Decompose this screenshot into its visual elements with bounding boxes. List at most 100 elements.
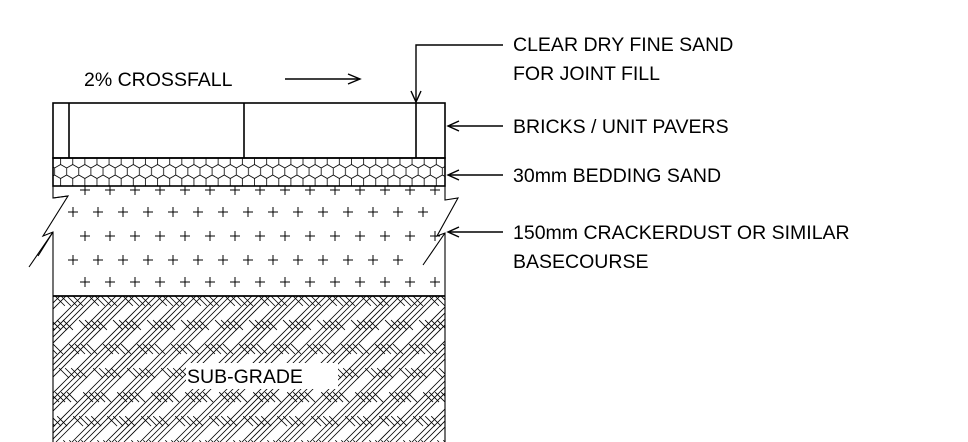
- hatch-line: [543, 296, 689, 442]
- hatch-line: [560, 282, 720, 442]
- hatch-line: [191, 296, 353, 442]
- hatch-line: [582, 282, 742, 442]
- hatch-line: [406, 296, 445, 442]
- hatch-line: [423, 296, 445, 442]
- hatch-line: [105, 296, 267, 442]
- hatch-line: [72, 296, 220, 442]
- hatch-line: [394, 296, 445, 442]
- plus-mark: [430, 277, 440, 287]
- hatch-line: [53, 296, 131, 442]
- plus-mark: [230, 277, 240, 287]
- hatch-line: [600, 282, 760, 442]
- hatch-line: [633, 296, 779, 442]
- hatch-line: [213, 296, 375, 442]
- hatch-line: [53, 296, 97, 442]
- hatch-line: [492, 282, 652, 442]
- hatch-line: [0, 282, 12, 442]
- plus-mark: [243, 207, 253, 217]
- hatch-line: [179, 296, 341, 442]
- hatch-line: [270, 296, 418, 442]
- hatch-line: [275, 296, 437, 442]
- hatch-line: [565, 296, 711, 442]
- hatch-line: [117, 296, 279, 442]
- hatch-line: [537, 296, 683, 442]
- hatch-line: [458, 282, 618, 442]
- hatch-line: [480, 282, 640, 442]
- hatch-line: [139, 296, 301, 442]
- plus-mark: [355, 231, 365, 241]
- hatch-line: [599, 296, 745, 442]
- hatch-line: [53, 296, 165, 442]
- plus-mark: [93, 207, 103, 217]
- plus-mark: [330, 231, 340, 241]
- hatch-line: [0, 296, 49, 442]
- bedding-label: 30mm BEDDING SAND: [513, 165, 721, 187]
- hatch-line: [532, 282, 692, 442]
- hatch-line: [372, 296, 445, 442]
- plus-mark: [193, 207, 203, 217]
- hatch-line: [526, 282, 686, 442]
- plus-mark: [43, 255, 53, 265]
- hatch-line: [53, 296, 177, 442]
- hatch-line: [0, 282, 40, 442]
- hatch-line: [452, 282, 612, 442]
- hatch-line: [53, 296, 84, 442]
- hatch-line: [383, 296, 445, 442]
- hatch-line: [566, 282, 726, 442]
- plus-mark: [355, 277, 365, 287]
- hatch-line: [71, 296, 233, 442]
- joint-fill-leader: [410, 44, 503, 104]
- hatch-line: [577, 296, 723, 442]
- plus-mark: [255, 231, 265, 241]
- plus-mark: [268, 255, 278, 265]
- hatch-line: [343, 296, 445, 442]
- plus-mark: [218, 255, 228, 265]
- hatch-line: [253, 296, 415, 442]
- hatch-line: [287, 296, 445, 442]
- plus-mark: [205, 277, 215, 287]
- hatch-line: [207, 296, 369, 442]
- plus-mark: [105, 277, 115, 287]
- hatch-line: [639, 296, 785, 442]
- hatch-line: [54, 296, 202, 442]
- basecourse-label-line2: BASECOURSE: [513, 251, 648, 273]
- plus-mark: [243, 255, 253, 265]
- plus-mark: [130, 231, 140, 241]
- hatch-line: [707, 296, 853, 442]
- hatch-line: [548, 282, 708, 442]
- hatch-line: [173, 296, 335, 442]
- bedding-leader: [446, 169, 503, 181]
- hatch-line: [571, 296, 717, 442]
- hatch-line: [531, 296, 677, 442]
- hatch-line: [520, 282, 680, 442]
- hatch-line: [77, 296, 239, 442]
- plus-mark: [143, 207, 153, 217]
- hatch-line: [0, 282, 28, 442]
- basecourse-leader: [446, 226, 503, 238]
- hatch-line: [53, 296, 186, 442]
- plus-mark: [418, 207, 428, 217]
- hatch-line: [304, 296, 445, 442]
- plus-mark: [255, 277, 265, 287]
- hatch-line: [588, 282, 748, 442]
- subgrade-label: SUB-GRADE: [187, 366, 303, 388]
- hatch-line: [0, 296, 9, 442]
- hatch-line: [53, 296, 211, 442]
- hatch-line: [225, 296, 387, 442]
- hatch-line: [53, 296, 152, 442]
- hatch-line: [298, 296, 445, 442]
- hatch-line: [281, 296, 443, 442]
- plus-mark: [393, 207, 403, 217]
- hatch-line: [53, 296, 180, 442]
- hatch-line: [185, 296, 347, 442]
- hatch-line: [53, 296, 205, 442]
- hatch-line: [89, 296, 251, 442]
- left-break-line: [28, 186, 70, 442]
- hatch-line: [315, 296, 445, 442]
- hatch-line: [355, 296, 445, 442]
- hatch-line: [219, 296, 381, 442]
- hatch-line: [463, 296, 609, 442]
- hatch-line: [151, 296, 313, 442]
- plus-mark: [68, 255, 78, 265]
